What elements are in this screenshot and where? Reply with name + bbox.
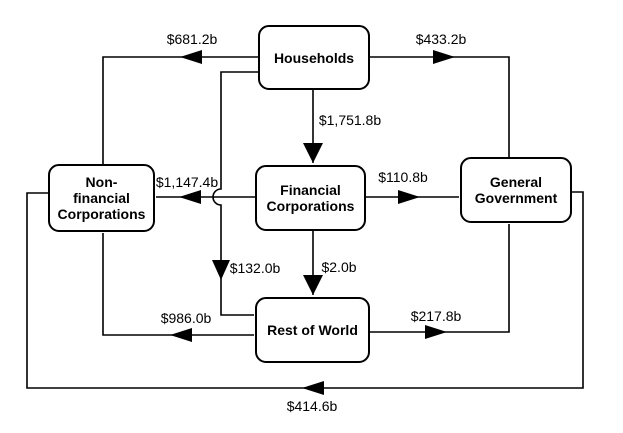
node-rest-of-world: Rest of World [255, 297, 370, 363]
flow-amount-households-to-financial: $1,751.8b [318, 112, 382, 128]
flow-restofworld-to-government [370, 224, 510, 339]
node-nonfinancial-corporations: Non- financial Corporations [48, 164, 155, 232]
flow-restofworld-to-nonfinancial [102, 233, 254, 342]
arrowhead-down-icon [303, 275, 323, 295]
arrowhead-down-icon [303, 143, 323, 163]
flow-households-to-government [370, 50, 510, 157]
node-general-government: General Government [460, 157, 572, 223]
flow-government-to-nonfinancial [26, 191, 584, 395]
node-nonfinancial-corporations-label: Non- financial Corporations [57, 174, 146, 222]
node-general-government-label: General Government [474, 174, 558, 206]
flow-amount-financial-to-restofworld: $2.0b [321, 259, 357, 275]
flow-amount-financial-to-nonfinancial: $1,147.4b [155, 174, 219, 190]
arrowhead-left-icon [179, 190, 201, 204]
flow-amount-households-to-government: $433.2b [415, 31, 467, 47]
flow-financial-to-restofworld [303, 231, 323, 295]
node-households-label: Households [273, 49, 355, 66]
arrowhead-left-icon [180, 50, 202, 64]
node-financial-corporations: Financial Corporations [255, 165, 366, 231]
flow-amount-households-to-restofworld: $132.0b [229, 260, 281, 276]
node-households: Households [258, 25, 370, 90]
node-rest-of-world-label: Rest of World [267, 322, 358, 338]
node-financial-corporations-label: Financial Corporations [266, 182, 355, 214]
flow-amount-financial-to-government: $110.8b [378, 169, 428, 185]
arrowhead-left-icon [302, 381, 324, 395]
flow-amount-restofworld-to-government: $217.8b [410, 308, 462, 324]
flow-households-to-restofworld [212, 71, 258, 316]
arrowhead-right-icon [425, 325, 447, 339]
arrowhead-down-icon [212, 260, 230, 280]
flow-amount-government-to-nonfinancial: $414.6b [286, 398, 338, 414]
flow-financial-to-government [366, 190, 459, 204]
flow-financial-to-nonfinancial [156, 190, 255, 204]
flow-amount-restofworld-to-nonfinancial: $986.0b [160, 310, 212, 326]
arrowhead-left-icon [170, 328, 192, 342]
flow-households-to-nonfinancial [102, 50, 258, 164]
flow-households-to-financial [303, 90, 323, 163]
arrowhead-right-icon [433, 50, 455, 64]
arrowhead-right-icon [398, 190, 420, 204]
flow-amount-households-to-nonfinancial: $681.2b [166, 31, 218, 47]
